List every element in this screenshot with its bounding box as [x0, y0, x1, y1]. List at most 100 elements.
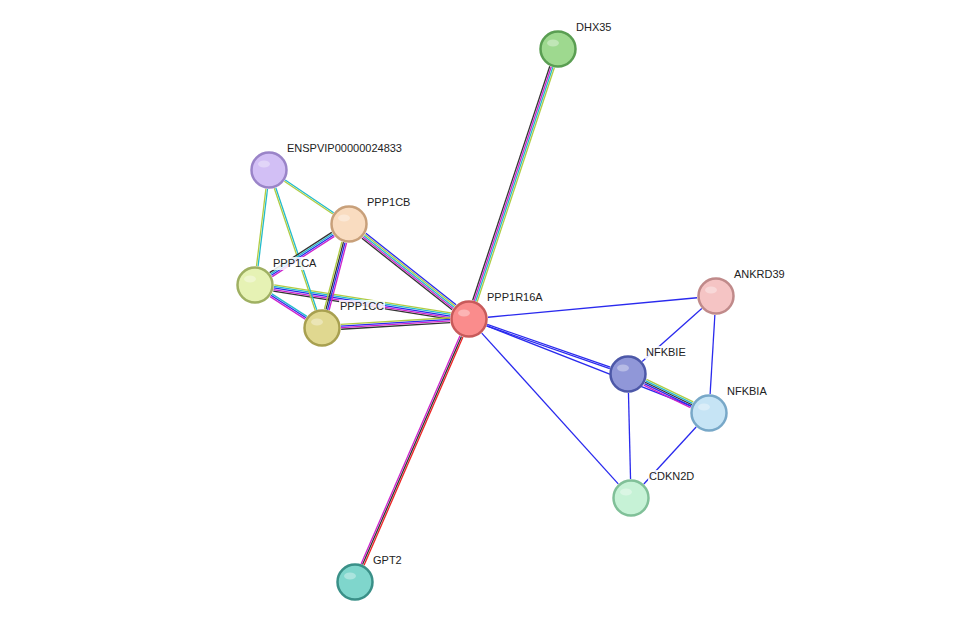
evidence-line: [270, 232, 332, 272]
protein-node: PPP1R16A: [450, 300, 488, 338]
protein-node: PPP1CB: [330, 205, 368, 243]
protein-node: CDKN2D: [612, 479, 650, 517]
node-disc: [252, 153, 287, 188]
protein-node: NFKBIE: [609, 355, 647, 393]
protein-node: NFKBIA: [690, 394, 728, 432]
interaction-edge: [270, 294, 307, 319]
evidence-line: [645, 382, 692, 405]
evidence-line: [366, 233, 456, 304]
evidence-line: [272, 294, 307, 316]
evidence-line: [628, 393, 630, 479]
evidence-line: [644, 427, 696, 484]
evidence-line: [487, 326, 692, 406]
node-circle: [609, 355, 647, 393]
evidence-line: [361, 336, 460, 564]
evidence-line: [363, 237, 453, 308]
node-highlight: [547, 40, 559, 47]
interaction-edge: [284, 180, 333, 214]
protein-label: ENSPVIP00000024833: [286, 142, 403, 155]
evidence-line: [476, 67, 553, 301]
evidence-line: [274, 285, 450, 313]
evidence-line: [642, 309, 702, 362]
node-disc: [238, 268, 273, 303]
node-disc: [305, 311, 340, 346]
node-circle: [303, 309, 341, 347]
node-circle: [236, 266, 274, 304]
protein-node: GPT2: [336, 563, 374, 601]
protein-label: PPP1CC: [339, 300, 385, 313]
evidence-line: [285, 180, 334, 213]
node-disc: [332, 207, 367, 242]
node-highlight: [311, 319, 323, 326]
evidence-line: [324, 242, 341, 309]
protein-node: DHX35: [539, 30, 577, 68]
evidence-line: [272, 236, 334, 276]
evidence-line: [710, 315, 715, 394]
protein-label: NFKBIA: [726, 385, 768, 398]
node-highlight: [338, 215, 350, 222]
interaction-edge: [482, 333, 619, 484]
protein-node: PPP1CC: [303, 309, 341, 347]
interaction-edge: [628, 393, 630, 479]
node-disc: [699, 279, 734, 314]
node-circle: [330, 205, 368, 243]
interaction-edge: [274, 188, 316, 310]
interaction-edge: [362, 233, 456, 309]
evidence-line: [647, 379, 694, 402]
evidence-line: [365, 235, 455, 306]
evidence-line: [474, 67, 551, 301]
node-disc: [541, 32, 576, 67]
evidence-line: [363, 336, 462, 564]
interaction-edge: [710, 315, 715, 394]
evidence-line: [362, 238, 452, 309]
node-circle: [539, 30, 577, 68]
protein-node: ENSPVIP00000024833: [250, 151, 288, 189]
evidence-line: [341, 318, 450, 325]
interaction-edge: [257, 189, 268, 266]
evidence-line: [473, 66, 550, 300]
interaction-edge: [487, 326, 692, 406]
interaction-edge: [270, 232, 335, 276]
protein-label: PPP1CA: [272, 257, 317, 270]
protein-label: NFKBIE: [645, 346, 687, 359]
node-highlight: [705, 287, 717, 294]
node-highlight: [458, 310, 470, 317]
node-highlight: [344, 573, 356, 580]
protein-label: PPP1CB: [366, 196, 411, 209]
evidence-line: [482, 333, 619, 484]
node-circle: [250, 151, 288, 189]
node-highlight: [620, 489, 632, 496]
node-circle: [690, 394, 728, 432]
protein-label: ANKRD39: [733, 268, 786, 281]
interaction-edge: [361, 336, 463, 565]
evidence-line: [274, 286, 450, 314]
node-highlight: [258, 161, 270, 168]
evidence-line: [257, 189, 266, 266]
interaction-edge: [644, 427, 696, 484]
node-circle: [450, 300, 488, 338]
evidence-line: [644, 385, 691, 408]
protein-label: DHX35: [575, 21, 612, 34]
interaction-edge: [487, 324, 611, 368]
evidence-line: [271, 295, 306, 317]
evidence-line: [284, 181, 333, 214]
evidence-line: [644, 384, 691, 407]
node-disc: [338, 565, 373, 600]
protein-node: PPP1CA: [236, 266, 274, 304]
node-disc: [614, 481, 649, 516]
node-disc: [452, 302, 487, 337]
evidence-line: [477, 68, 554, 302]
node-disc: [611, 357, 646, 392]
node-disc: [692, 396, 727, 431]
evidence-line: [270, 297, 305, 319]
evidence-line: [364, 236, 454, 307]
node-circle: [612, 479, 650, 517]
node-highlight: [698, 404, 710, 411]
interaction-edge: [473, 66, 555, 301]
node-highlight: [244, 276, 256, 283]
protein-node: ANKRD39: [697, 277, 735, 315]
node-circle: [697, 277, 735, 315]
evidence-line: [364, 337, 463, 565]
